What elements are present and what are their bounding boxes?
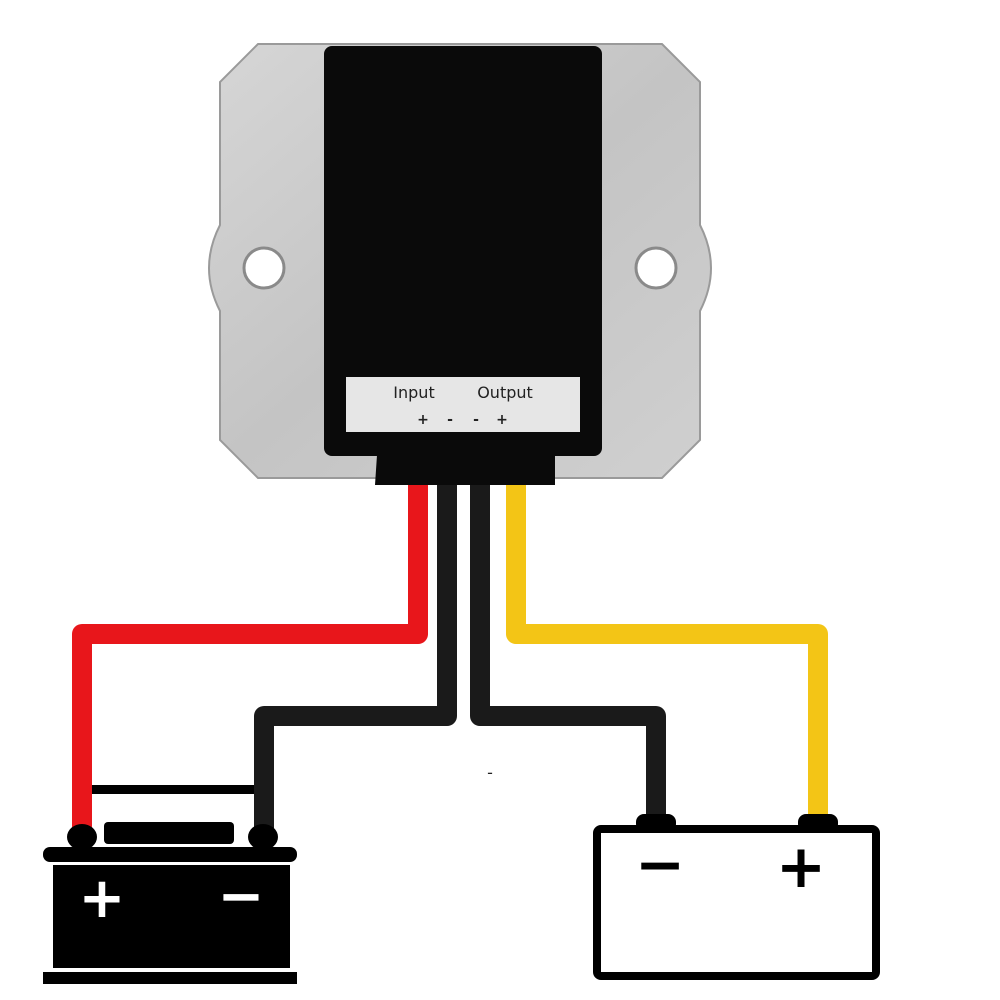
converter-module-body [324,46,602,456]
mounting-hole-right [634,246,678,290]
mounting-hole-left [242,246,286,290]
left-battery-negative-symbol: − [218,864,265,929]
wire-black-input-negative [254,485,457,828]
battery-terminal-positive [67,824,97,850]
wire-yellow-output-positive [506,485,828,818]
pin-mark-output-negative: - [473,412,479,428]
pin-mark-input-positive: + [417,412,429,428]
battery-terminal-negative [248,824,278,850]
wire-red-input-positive [72,485,428,828]
left-battery-input: + − [43,785,297,984]
output-label: Output [477,383,533,402]
right-battery-negative-symbol: − [635,830,685,900]
left-battery-positive-symbol: + [79,866,126,931]
wire-black-output-negative [470,485,666,818]
stray-mark: - [487,763,493,782]
pin-mark-output-positive: + [496,412,508,428]
input-label: Input [393,383,434,402]
label-panel [346,377,580,432]
right-battery-positive-symbol: + [776,832,826,902]
battery-handle [92,785,254,794]
pin-mark-input-negative: - [447,412,453,428]
right-battery-output: − + [593,814,880,980]
